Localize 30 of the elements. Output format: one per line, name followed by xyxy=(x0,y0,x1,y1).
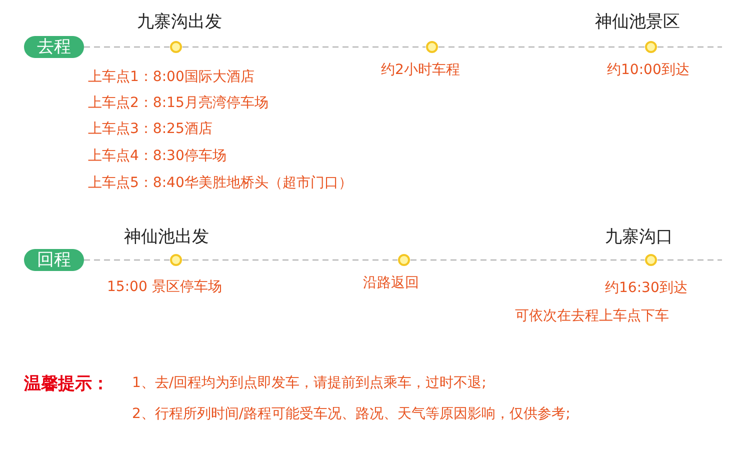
stop-note: 沿路返回 xyxy=(363,274,419,292)
stop-note: 上车点2：8:15月亮湾停车场 xyxy=(88,94,268,112)
tip-text: 1、去/回程均为到点即发车，请提前到点乘车，过时不退; xyxy=(132,374,486,392)
stop-note: 上车点3：8:25酒店 xyxy=(88,120,212,138)
place-heading: 九寨沟出发 xyxy=(137,11,222,33)
place-heading: 神仙池景区 xyxy=(595,11,680,33)
stop-note: 上车点1：8:00国际大酒店 xyxy=(88,68,254,86)
stop-note: 上车点4：8:30停车场 xyxy=(88,147,226,165)
stop-note: 15:00 景区停车场 xyxy=(107,278,222,296)
stop-marker xyxy=(644,254,656,266)
place-heading: 九寨沟口 xyxy=(605,226,673,248)
stop-note: 可依次在去程上车点下车 xyxy=(515,307,669,325)
stop-marker xyxy=(170,40,182,52)
route-badge: 去程 xyxy=(24,36,84,58)
stop-marker xyxy=(426,40,438,52)
dashed-timeline xyxy=(657,46,722,48)
route-badge: 回程 xyxy=(24,249,84,271)
stop-marker xyxy=(170,254,182,266)
stop-note: 约2小时车程 xyxy=(381,61,460,79)
tips-heading: 温馨提示： xyxy=(24,373,109,395)
stop-note: 上车点5：8:40华美胜地桥头（超市门口） xyxy=(88,174,352,192)
stop-note: 约16:30到达 xyxy=(605,279,688,297)
stop-marker xyxy=(644,40,656,52)
dashed-timeline xyxy=(182,46,426,48)
stop-note: 约10:00到达 xyxy=(607,61,690,79)
place-heading: 神仙池出发 xyxy=(124,226,209,248)
stop-marker xyxy=(398,254,410,266)
dashed-timeline xyxy=(438,46,645,48)
tip-text: 2、行程所列时间/路程可能受车况、路况、天气等原因影响，仅供参考; xyxy=(132,405,570,423)
dashed-timeline xyxy=(84,46,170,48)
